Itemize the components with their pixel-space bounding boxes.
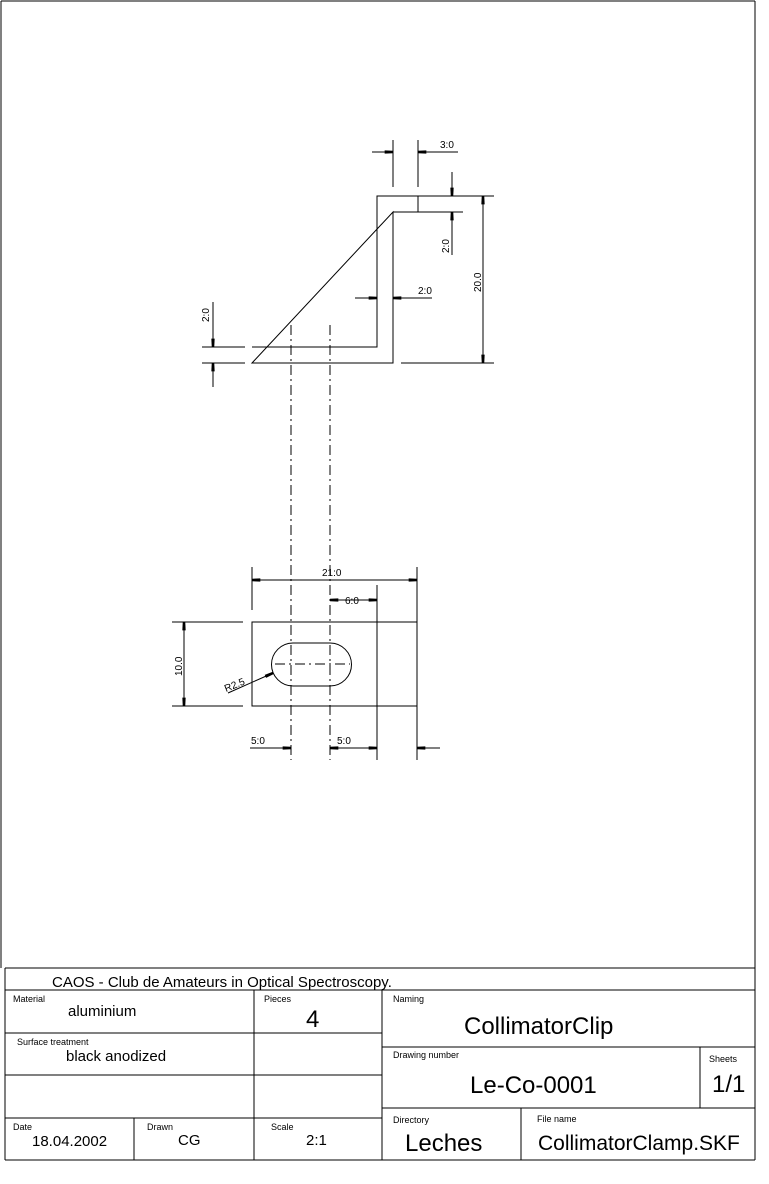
dim-slot-offset: 6:0	[345, 596, 359, 607]
sheet-frame	[0, 0, 756, 968]
drawing-number-label: Drawing number	[393, 1050, 459, 1060]
sheets-value: 1/1	[712, 1071, 745, 1098]
pieces-value: 4	[306, 1006, 319, 1033]
dim-slot-length: 5:0	[337, 736, 351, 747]
drawn-value: CG	[178, 1132, 201, 1149]
directory-label: Directory	[393, 1115, 430, 1125]
dim-base: 2:0	[201, 308, 212, 322]
title-block: CAOS - Club de Amateurs in Optical Spect…	[4, 967, 756, 1161]
dim-web: 2:0	[418, 286, 432, 297]
naming-label: Naming	[393, 994, 424, 1004]
surface-value: black anodized	[66, 1048, 166, 1065]
sheets-label: Sheets	[709, 1054, 738, 1064]
dim-top-flange: 2:0	[441, 239, 452, 253]
dim-width: 10.0	[174, 656, 185, 676]
dim-height: 20.0	[473, 272, 484, 292]
surface-label: Surface treatment	[17, 1037, 89, 1047]
directory-value: Leches	[405, 1130, 482, 1157]
organization-name: CAOS - Club de Amateurs in Optical Spect…	[52, 974, 392, 991]
dim-left-offset: 5:0	[251, 736, 265, 747]
drawn-label: Drawn	[147, 1122, 173, 1132]
dim-total-length: 21:0	[322, 568, 342, 579]
date-value: 18.04.2002	[32, 1133, 107, 1150]
pieces-label: Pieces	[264, 994, 292, 1004]
file-name-value: CollimatorClamp.SKF	[538, 1132, 740, 1155]
material-value: aluminium	[68, 1003, 136, 1020]
scale-label: Scale	[271, 1122, 294, 1132]
side-view: 3:0 2:0 20.0 2:0 2:0	[201, 140, 494, 387]
top-view: 21:0 6:0 10.0 R2.5 5:0 5:0	[172, 567, 440, 760]
scale-value: 2:1	[306, 1132, 327, 1149]
material-label: Material	[13, 994, 45, 1004]
naming-value: CollimatorClip	[464, 1013, 613, 1040]
drawing-number-value: Le-Co-0001	[470, 1072, 597, 1099]
file-name-label: File name	[537, 1114, 577, 1124]
date-label: Date	[13, 1122, 32, 1132]
dim-radius: R2.5	[223, 677, 247, 695]
dim-top-width: 3:0	[440, 140, 454, 151]
